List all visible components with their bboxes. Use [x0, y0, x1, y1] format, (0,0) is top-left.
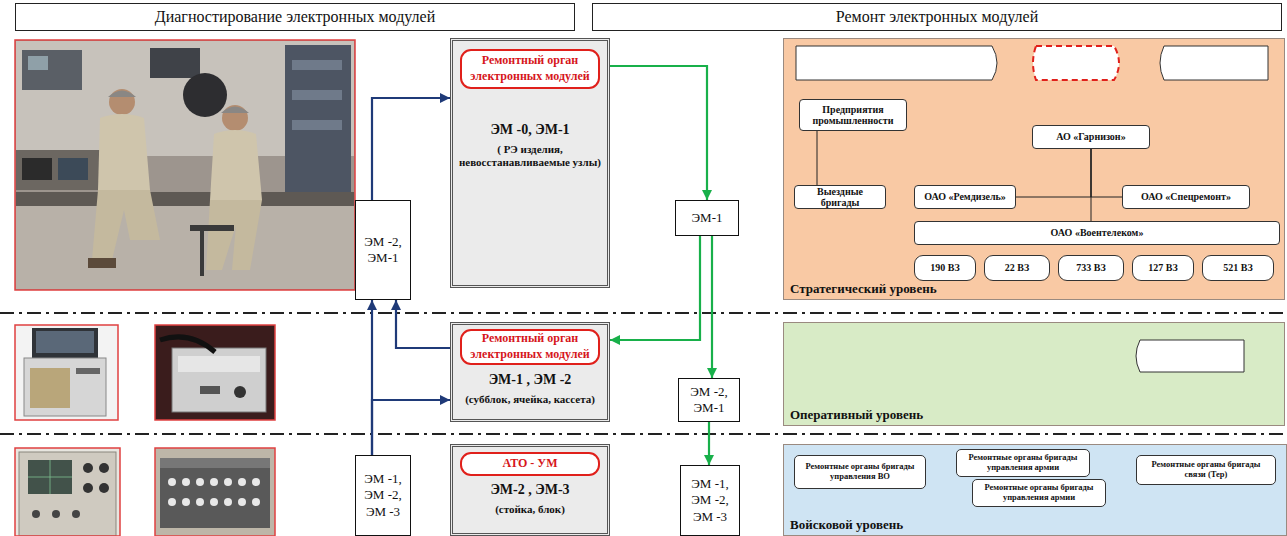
panel-ground — [783, 38, 1285, 300]
workshop-photo — [15, 40, 355, 290]
connector-arrow — [1091, 149, 1092, 221]
unit-title: Ремонтный орган электронных модулей — [460, 329, 600, 365]
node-text: ЭМ-1 , ЭМ -2 — [489, 371, 572, 389]
connector-arrow — [711, 236, 713, 378]
node-text: ЭМ -1, ЭМ -2, ЭМ -3 — [358, 471, 408, 520]
level-panel: Стратегический уровень Предприятия промыш… — [783, 38, 1285, 300]
org-box: АО «Гарнизон» — [1032, 125, 1150, 149]
node-text: ОАО «Спецремонт» — [1141, 191, 1231, 203]
node-text: Ремонтные органы бригады управления арми… — [960, 453, 1086, 473]
node-text: Диагностирование электронных модулей — [155, 8, 435, 26]
node-text: ОАО «Ремдизель» — [924, 191, 1006, 203]
plant-box: 521 ВЗ — [1202, 255, 1274, 281]
org-box: Предприятия промышленности — [799, 99, 907, 131]
node-text: ЭМ-1 — [692, 210, 723, 226]
node-text: 733 ВЗ — [1076, 262, 1105, 274]
empty-tab — [1033, 46, 1119, 80]
connector-arrow — [610, 66, 707, 200]
node-text: 521 ВЗ — [1223, 262, 1252, 274]
node-text: Ремонтные органы бригады управления арми… — [976, 483, 1102, 503]
repair-unit-box: ЭМ -0, ЭМ-1 ( РЭ изделия, невосстанавлива… — [450, 38, 610, 288]
plant-box: 190 ВЗ — [914, 255, 976, 281]
unit-box: Ремонтные органы бригады управления арми… — [972, 479, 1106, 507]
node-text: 22 ВЗ — [1005, 262, 1029, 274]
org-box: ОАО «Спецремонт» — [1122, 185, 1250, 209]
connector-arrow — [1016, 149, 1091, 197]
plant-box: 733 ВЗ — [1058, 255, 1124, 281]
node-text: ЭМ -2, ЭМ-1 — [358, 234, 408, 267]
section-header: Ремонт электронных модулей — [592, 3, 1282, 31]
node-text: 190 ВЗ — [930, 262, 959, 274]
empty-tab — [796, 46, 997, 80]
repair-unit-box: ЭМ-1 , ЭМ -2 (субблок, ячейка, кассета) Ре… — [450, 322, 610, 422]
connector-arrow — [372, 400, 450, 455]
level-panel: Войсковой уровень Ремонтные органы бригад… — [783, 444, 1287, 536]
node-text: АО «Гарнизон» — [1056, 131, 1125, 143]
device-photo — [15, 325, 118, 420]
device-photo — [155, 325, 275, 420]
module-box: ЭМ -2, ЭМ-1 — [678, 378, 740, 422]
module-box: ЭМ-1 — [675, 200, 739, 236]
node-text: ОАО «Воентелеком» — [1051, 227, 1144, 239]
connector-arrow — [817, 131, 818, 185]
module-box: ЭМ -2, ЭМ-1 — [355, 200, 411, 300]
node-text: Ремонт электронных модулей — [836, 8, 1039, 26]
node-text: Выездные бригады — [798, 186, 882, 209]
node-text: ЭМ-2 , ЭМ-3 — [490, 481, 569, 499]
node-text: Предприятия промышленности — [803, 104, 903, 127]
node-text: 127 ВЗ — [1148, 262, 1177, 274]
section-header: Диагностирование электронных модулей — [15, 3, 575, 31]
node-text: ЭМ -1, ЭМ -2, ЭМ -3 — [683, 476, 737, 525]
oscilloscope-photo — [15, 448, 120, 536]
panel-ground — [783, 322, 1285, 426]
empty-tab — [1136, 340, 1244, 372]
node-text: Ремонтные органы бригады управления ВО — [798, 462, 922, 482]
panel-ground — [783, 444, 1287, 536]
org-box: Выездные бригады — [794, 185, 886, 209]
unit-box: Ремонтные органы бригады управления ВО — [794, 455, 926, 489]
node-text: ЭМ -0, ЭМ-1 — [490, 121, 569, 139]
level-label: Войсковой уровень — [790, 517, 903, 533]
level-panel: Оперативный уровень — [783, 322, 1285, 426]
level-separator — [0, 433, 1287, 435]
plant-box: 127 ВЗ — [1132, 255, 1194, 281]
level-separator — [0, 312, 1287, 314]
node-text: ( РЭ изделия, невосстанавливаемые узлы) — [453, 143, 607, 171]
connector-arrow — [708, 422, 710, 465]
module-box: ЭМ -1, ЭМ -2, ЭМ -3 — [355, 455, 411, 536]
module-box: ЭМ -1, ЭМ -2, ЭМ -3 — [680, 465, 740, 536]
empty-tab — [1160, 46, 1268, 80]
org-box: ОАО «Ремдизель» — [914, 185, 1016, 209]
node-text: Ремонтный орган электронных модулей — [462, 331, 598, 362]
level-label: Оперативный уровень — [790, 407, 923, 423]
plant-box: 22 ВЗ — [984, 255, 1050, 281]
unit-title: Ремонтный орган электронных модулей — [460, 49, 600, 89]
connector-arrow — [396, 300, 450, 348]
level-label: Стратегический уровень — [790, 281, 937, 297]
node-text: АТО - УМ — [503, 456, 558, 472]
connector-arrow — [372, 98, 450, 200]
node-text: Ремонтные органы бригады связи (Тер) — [1140, 460, 1272, 480]
repair-unit-box: ЭМ-2 , ЭМ-3 (стойка, блок) АТО - УМ — [450, 444, 610, 536]
unit-box: Ремонтные органы бригады связи (Тер) — [1136, 455, 1276, 485]
node-text: Ремонтный орган электронных модулей — [462, 53, 598, 84]
org-box: ОАО «Воентелеком» — [914, 221, 1280, 245]
node-text: (стойка, блок) — [491, 503, 569, 517]
connector-arrow — [1091, 149, 1122, 197]
node-text: ЭМ -2, ЭМ-1 — [681, 384, 737, 417]
connector-arrow — [610, 236, 700, 340]
unit-box: Ремонтные органы бригады управления арми… — [956, 449, 1090, 477]
node-text: (субблок, ячейка, кассета) — [461, 393, 599, 407]
unit-title: АТО - УМ — [460, 452, 600, 476]
rack-photo — [155, 448, 275, 536]
